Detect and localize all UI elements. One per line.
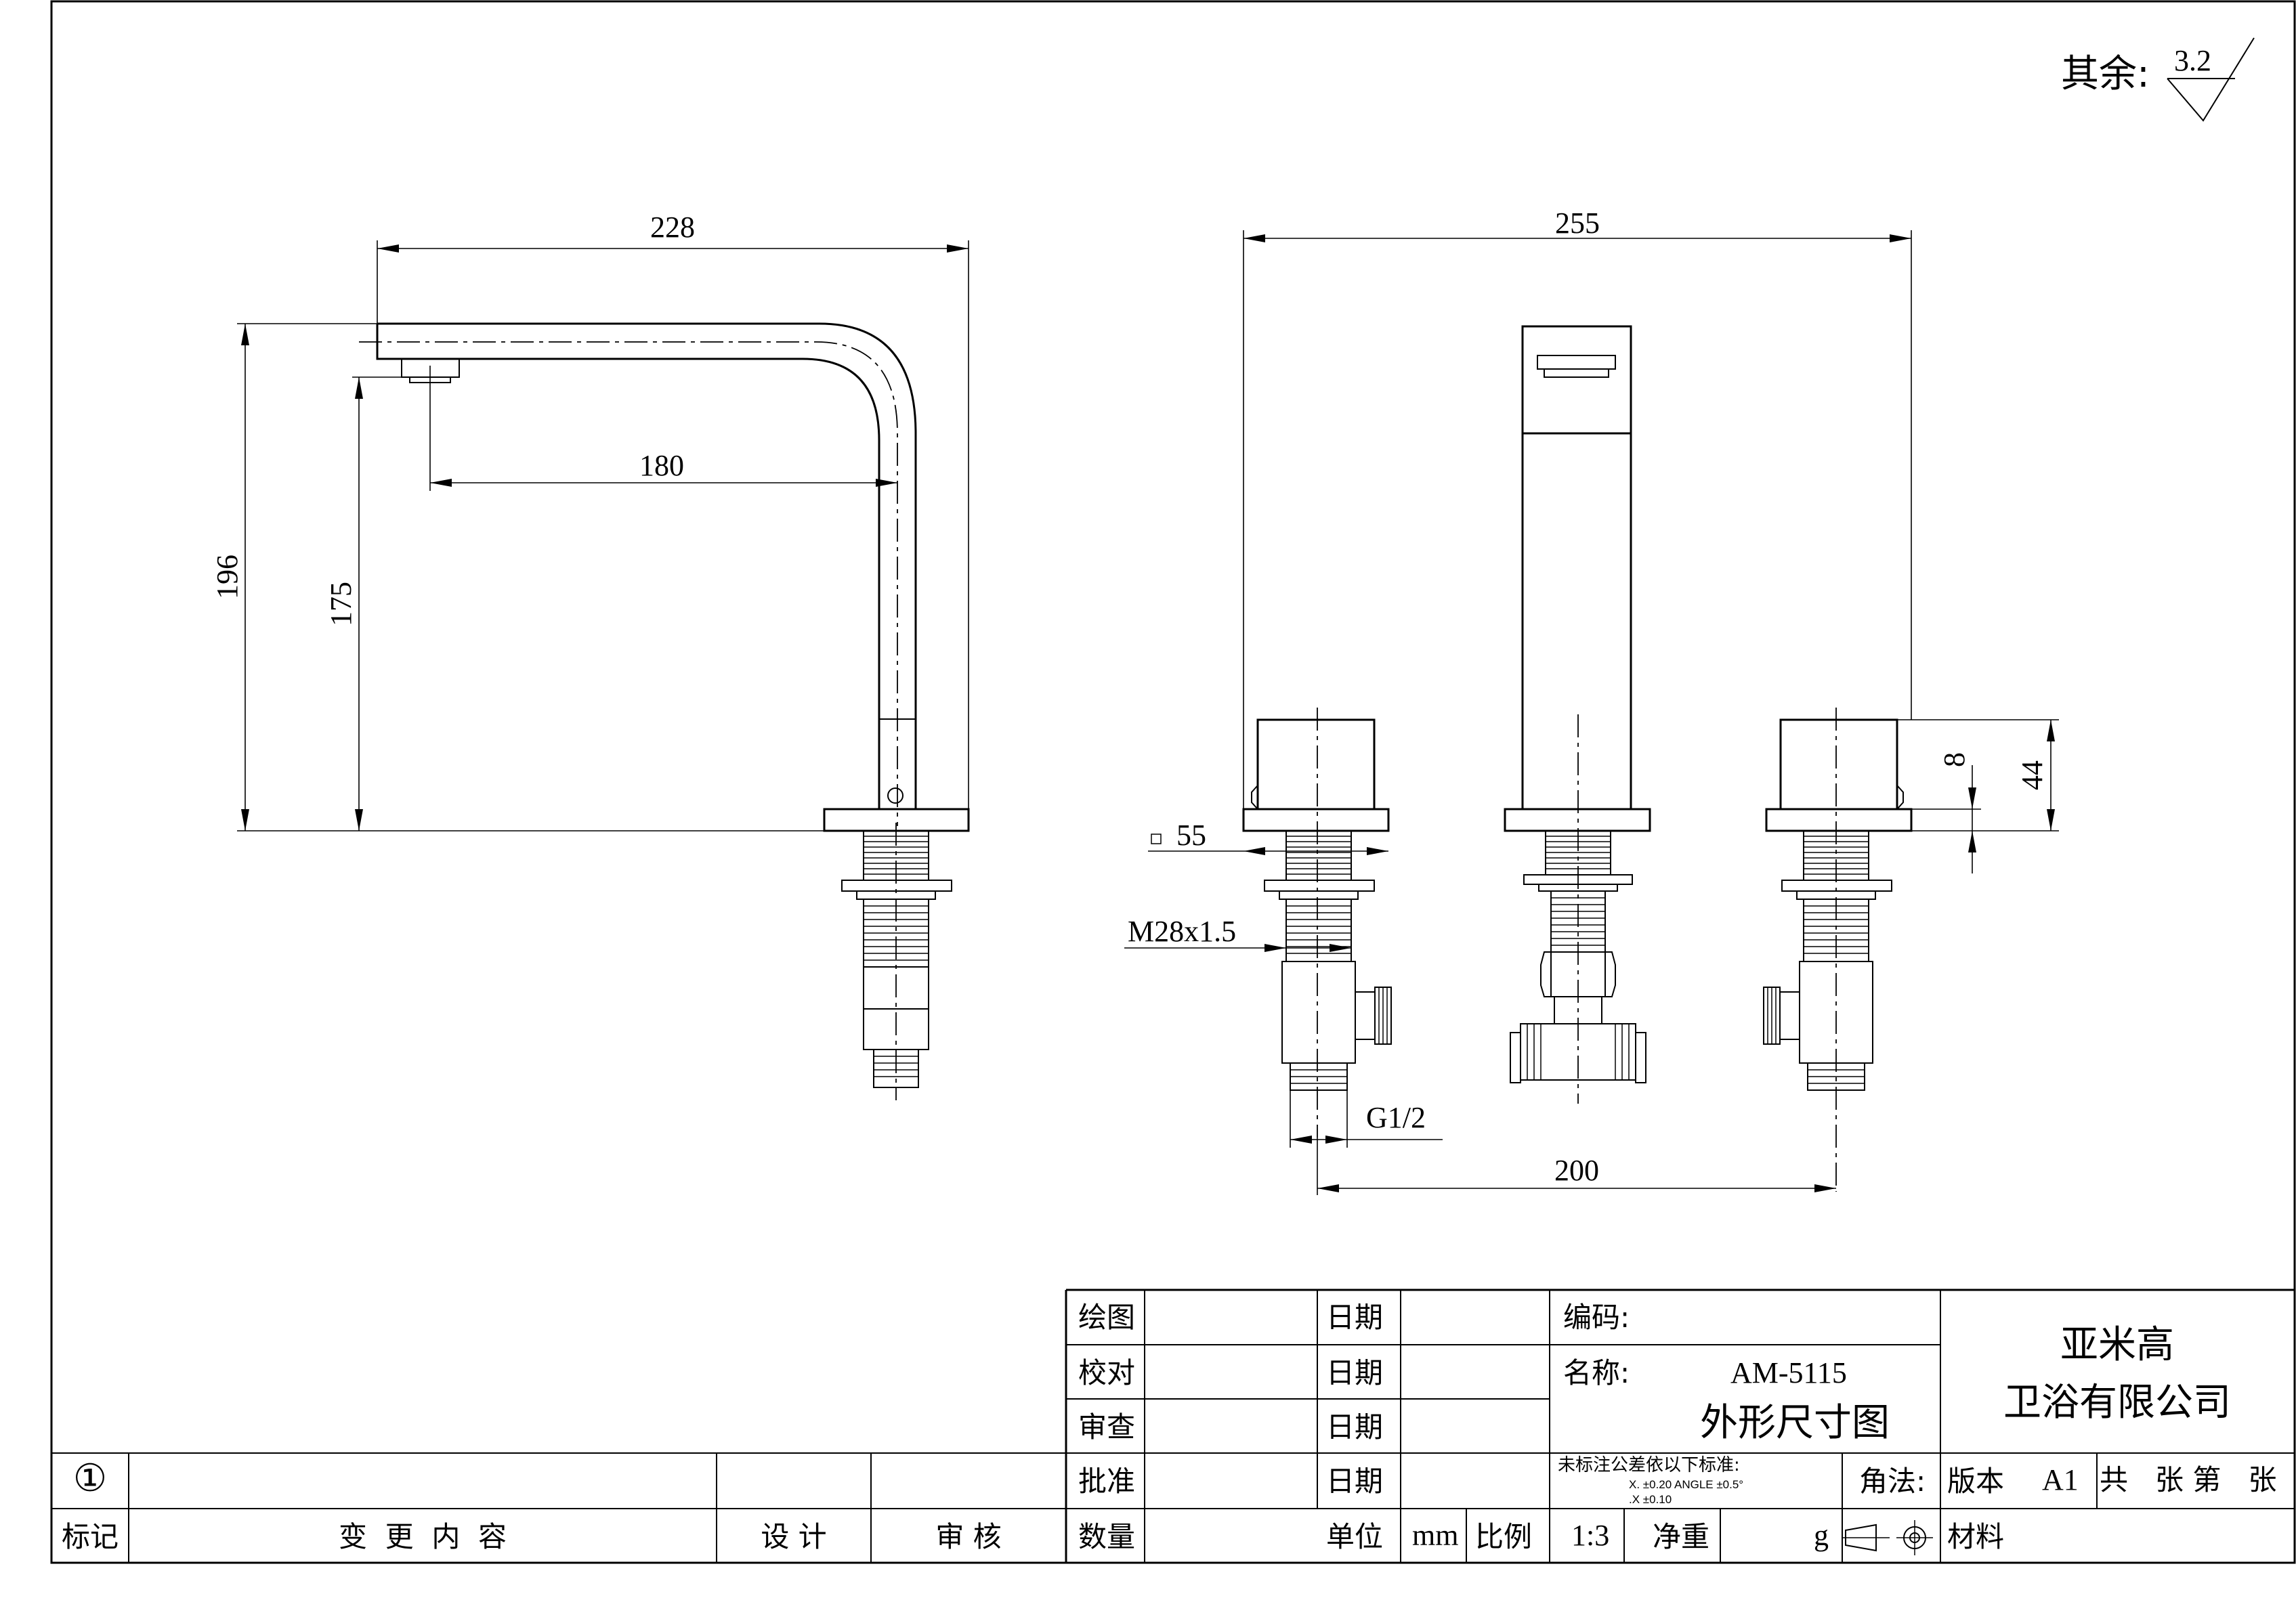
label-date-1: 日期 xyxy=(1326,1301,1383,1334)
drawing-title: 外形尺寸图 xyxy=(1700,1401,1890,1445)
revision-block: ① 标记 变 更 内 容 设 计 审 核 xyxy=(50,1453,1066,1564)
drawing-frame xyxy=(50,0,2296,1564)
scale-value: 1:3 xyxy=(1571,1519,1609,1552)
dim-255: 255 xyxy=(1243,207,1912,809)
projection-symbol xyxy=(1842,1520,1933,1555)
header-mark: 标记 xyxy=(62,1520,119,1553)
dim-55: 55 xyxy=(1148,819,1388,855)
label-name: 名称: xyxy=(1563,1356,1630,1389)
label-date-3: 日期 xyxy=(1326,1410,1383,1444)
label-review: 审查 xyxy=(1078,1410,1135,1444)
centre-spout xyxy=(1504,325,1651,1104)
dim-180-text: 180 xyxy=(639,449,684,482)
dim-thread: M28x1.5 xyxy=(1124,915,1351,952)
sheet-count: 共 张 第 张 xyxy=(2100,1463,2276,1496)
label-material: 材料 xyxy=(1947,1520,2004,1553)
tolerance-line-2: .X ±0.10 xyxy=(1629,1493,1672,1506)
dim-200-text: 200 xyxy=(1554,1154,1599,1187)
dim-175-text: 175 xyxy=(324,582,358,626)
front-view: 255 55 M28x1.5 G1/2 xyxy=(1124,207,2059,1195)
unit-value: mm xyxy=(1412,1519,1458,1552)
label-weight: 净重 xyxy=(1653,1520,1709,1553)
roughness-label: 其余: xyxy=(2061,52,2150,96)
label-draw: 绘图 xyxy=(1078,1301,1135,1334)
label-quantity: 数量 xyxy=(1078,1520,1135,1553)
label-scale: 比例 xyxy=(1475,1520,1532,1553)
dim-180: 180 xyxy=(429,366,897,491)
dim-8-text: 8 xyxy=(1938,752,1971,767)
company-line-2: 卫浴有限公司 xyxy=(2003,1381,2231,1425)
version-value: A1 xyxy=(2042,1463,2079,1496)
dim-255-text: 255 xyxy=(1555,207,1600,240)
header-design: 设 计 xyxy=(761,1520,826,1553)
dim-g12: G1/2 xyxy=(1290,1090,1443,1148)
revision-mark: ① xyxy=(73,1456,107,1500)
label-unit: 单位 xyxy=(1326,1520,1383,1553)
surface-roughness-symbol: 其余: 3.2 xyxy=(2061,37,2255,122)
dim-200: 200 xyxy=(1317,1138,1836,1195)
label-date-2: 日期 xyxy=(1326,1356,1383,1389)
dim-44-text: 44 xyxy=(2016,760,2049,790)
label-approve: 批准 xyxy=(1078,1465,1135,1498)
company-line-1: 亚米高 xyxy=(2060,1323,2174,1367)
title-block: 绘图 校对 审查 批准 数量 日期 日期 日期 日期 编码: 名称: AM-51… xyxy=(51,1289,2295,1563)
dim-228: 228 xyxy=(377,211,969,809)
roughness-value: 3.2 xyxy=(2174,44,2211,77)
label-check: 校对 xyxy=(1078,1356,1135,1389)
dim-44: 44 xyxy=(1897,719,2059,831)
model-number: AM-5115 xyxy=(1730,1356,1847,1389)
label-code: 编码: xyxy=(1563,1301,1630,1334)
dim-8: 8 xyxy=(1911,752,2059,873)
dim-55-text: 55 xyxy=(1176,819,1206,852)
right-handle xyxy=(1763,708,1913,1192)
dim-196: 196 xyxy=(211,323,824,831)
left-handle xyxy=(1242,708,1392,1138)
side-shank xyxy=(841,823,952,1100)
weight-unit: g xyxy=(1814,1519,1829,1552)
dim-thread-text: M28x1.5 xyxy=(1128,915,1236,948)
dim-175: 175 xyxy=(324,376,402,831)
tolerance-title: 未标注公差依以下标准: xyxy=(1558,1455,1740,1475)
label-date-4: 日期 xyxy=(1326,1465,1383,1498)
tolerance-line-1: X. ±0.20 ANGLE ±0.5° xyxy=(1629,1478,1743,1491)
dim-g12-text: G1/2 xyxy=(1366,1101,1426,1134)
side-view: 228 180 196 175 xyxy=(211,211,970,1100)
label-version: 版本 xyxy=(1947,1465,2004,1498)
dim-228-text: 228 xyxy=(650,211,695,244)
dim-196-text: 196 xyxy=(211,555,244,599)
header-change: 变 更 内 容 xyxy=(339,1520,507,1553)
label-angle-method: 角法: xyxy=(1859,1465,1926,1498)
header-review: 审 核 xyxy=(935,1520,1001,1553)
